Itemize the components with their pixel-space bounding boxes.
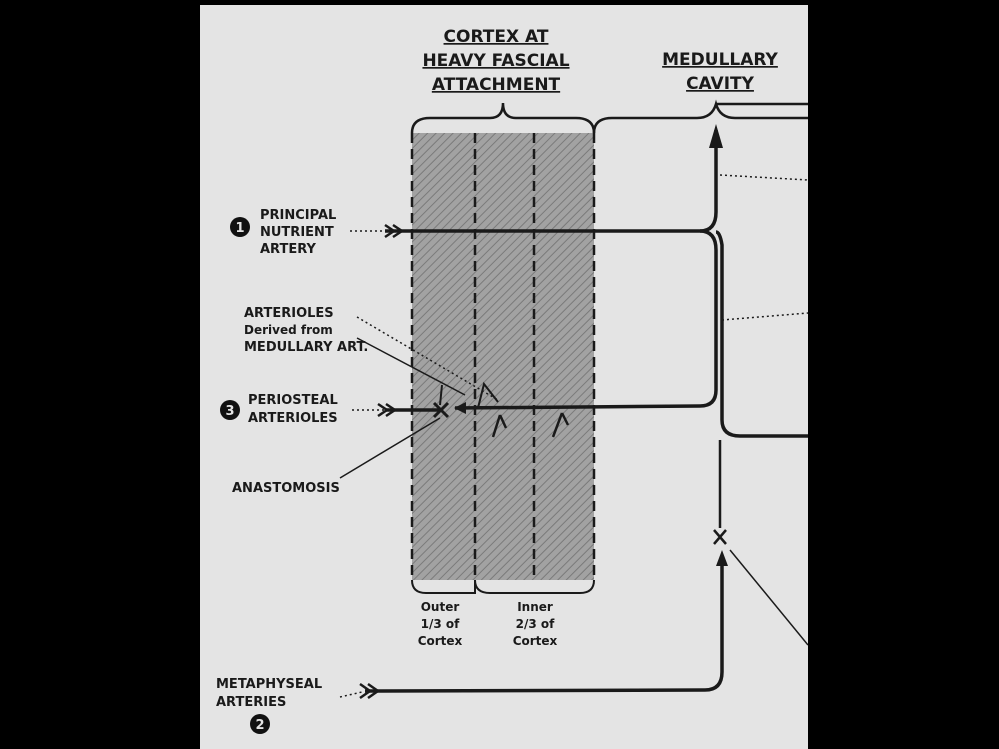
cortex-header-line1: CORTEX AT (444, 27, 549, 47)
metaphyseal-anastomosis-mark (713, 529, 727, 545)
medullary-arteriole-line (454, 404, 701, 410)
outer-label-3: Cortex (418, 634, 463, 648)
cortex-band (412, 133, 594, 580)
cortex-header-line3: ATTACHMENT (432, 75, 561, 95)
medullary-header-line2: CAVITY (686, 74, 755, 94)
inner-label-1: Inner (517, 600, 553, 614)
principal-label-2: NUTRIENT (260, 225, 334, 240)
metaphyseal-line (364, 560, 724, 693)
anastomosis-mark (432, 401, 450, 419)
anastomosis-leader (339, 417, 441, 479)
arterioles-leader (356, 316, 499, 401)
metaphyseal-label-2: ARTERIES (216, 695, 286, 710)
principal-label-3: ARTERY (260, 242, 317, 257)
cortex-header-line2: HEAVY FASCIAL (422, 51, 569, 71)
outer-label-1: Outer (421, 600, 460, 614)
anastomosis-label: ANASTOMOSIS (232, 481, 340, 496)
medullary-brace (592, 99, 808, 134)
inner-label-2: 2/3 of (516, 617, 556, 631)
arterioles-label-1: ARTERIOLES (244, 306, 334, 321)
badge-1: 1 (230, 217, 250, 237)
inner-brace (474, 579, 595, 594)
periosteal-label-2: ARTERIOLES (248, 411, 338, 426)
cortex-brace (410, 102, 596, 134)
svg-text:2: 2 (255, 718, 264, 733)
inner-label-3: Cortex (513, 634, 558, 648)
arterioles-label-3: MEDULLARY ART. (244, 340, 368, 355)
metaphyseal-label-1: METAPHYSEAL (216, 677, 322, 692)
outer-label-2: 1/3 of (421, 617, 461, 631)
principal-label-1: PRINCIPAL (260, 208, 336, 223)
badge-3: 3 (220, 400, 240, 420)
badge-2: 2 (250, 714, 270, 734)
ascending-arrow (709, 124, 723, 148)
svg-text:1: 1 (235, 221, 244, 236)
svg-text:3: 3 (225, 404, 234, 419)
medullary-header-line1: MEDULLARY (662, 50, 778, 70)
periosteal-label-1: PERIOSTEAL (248, 393, 338, 408)
arterioles-label-2: Derived from (244, 323, 333, 337)
outer-brace (411, 579, 477, 594)
